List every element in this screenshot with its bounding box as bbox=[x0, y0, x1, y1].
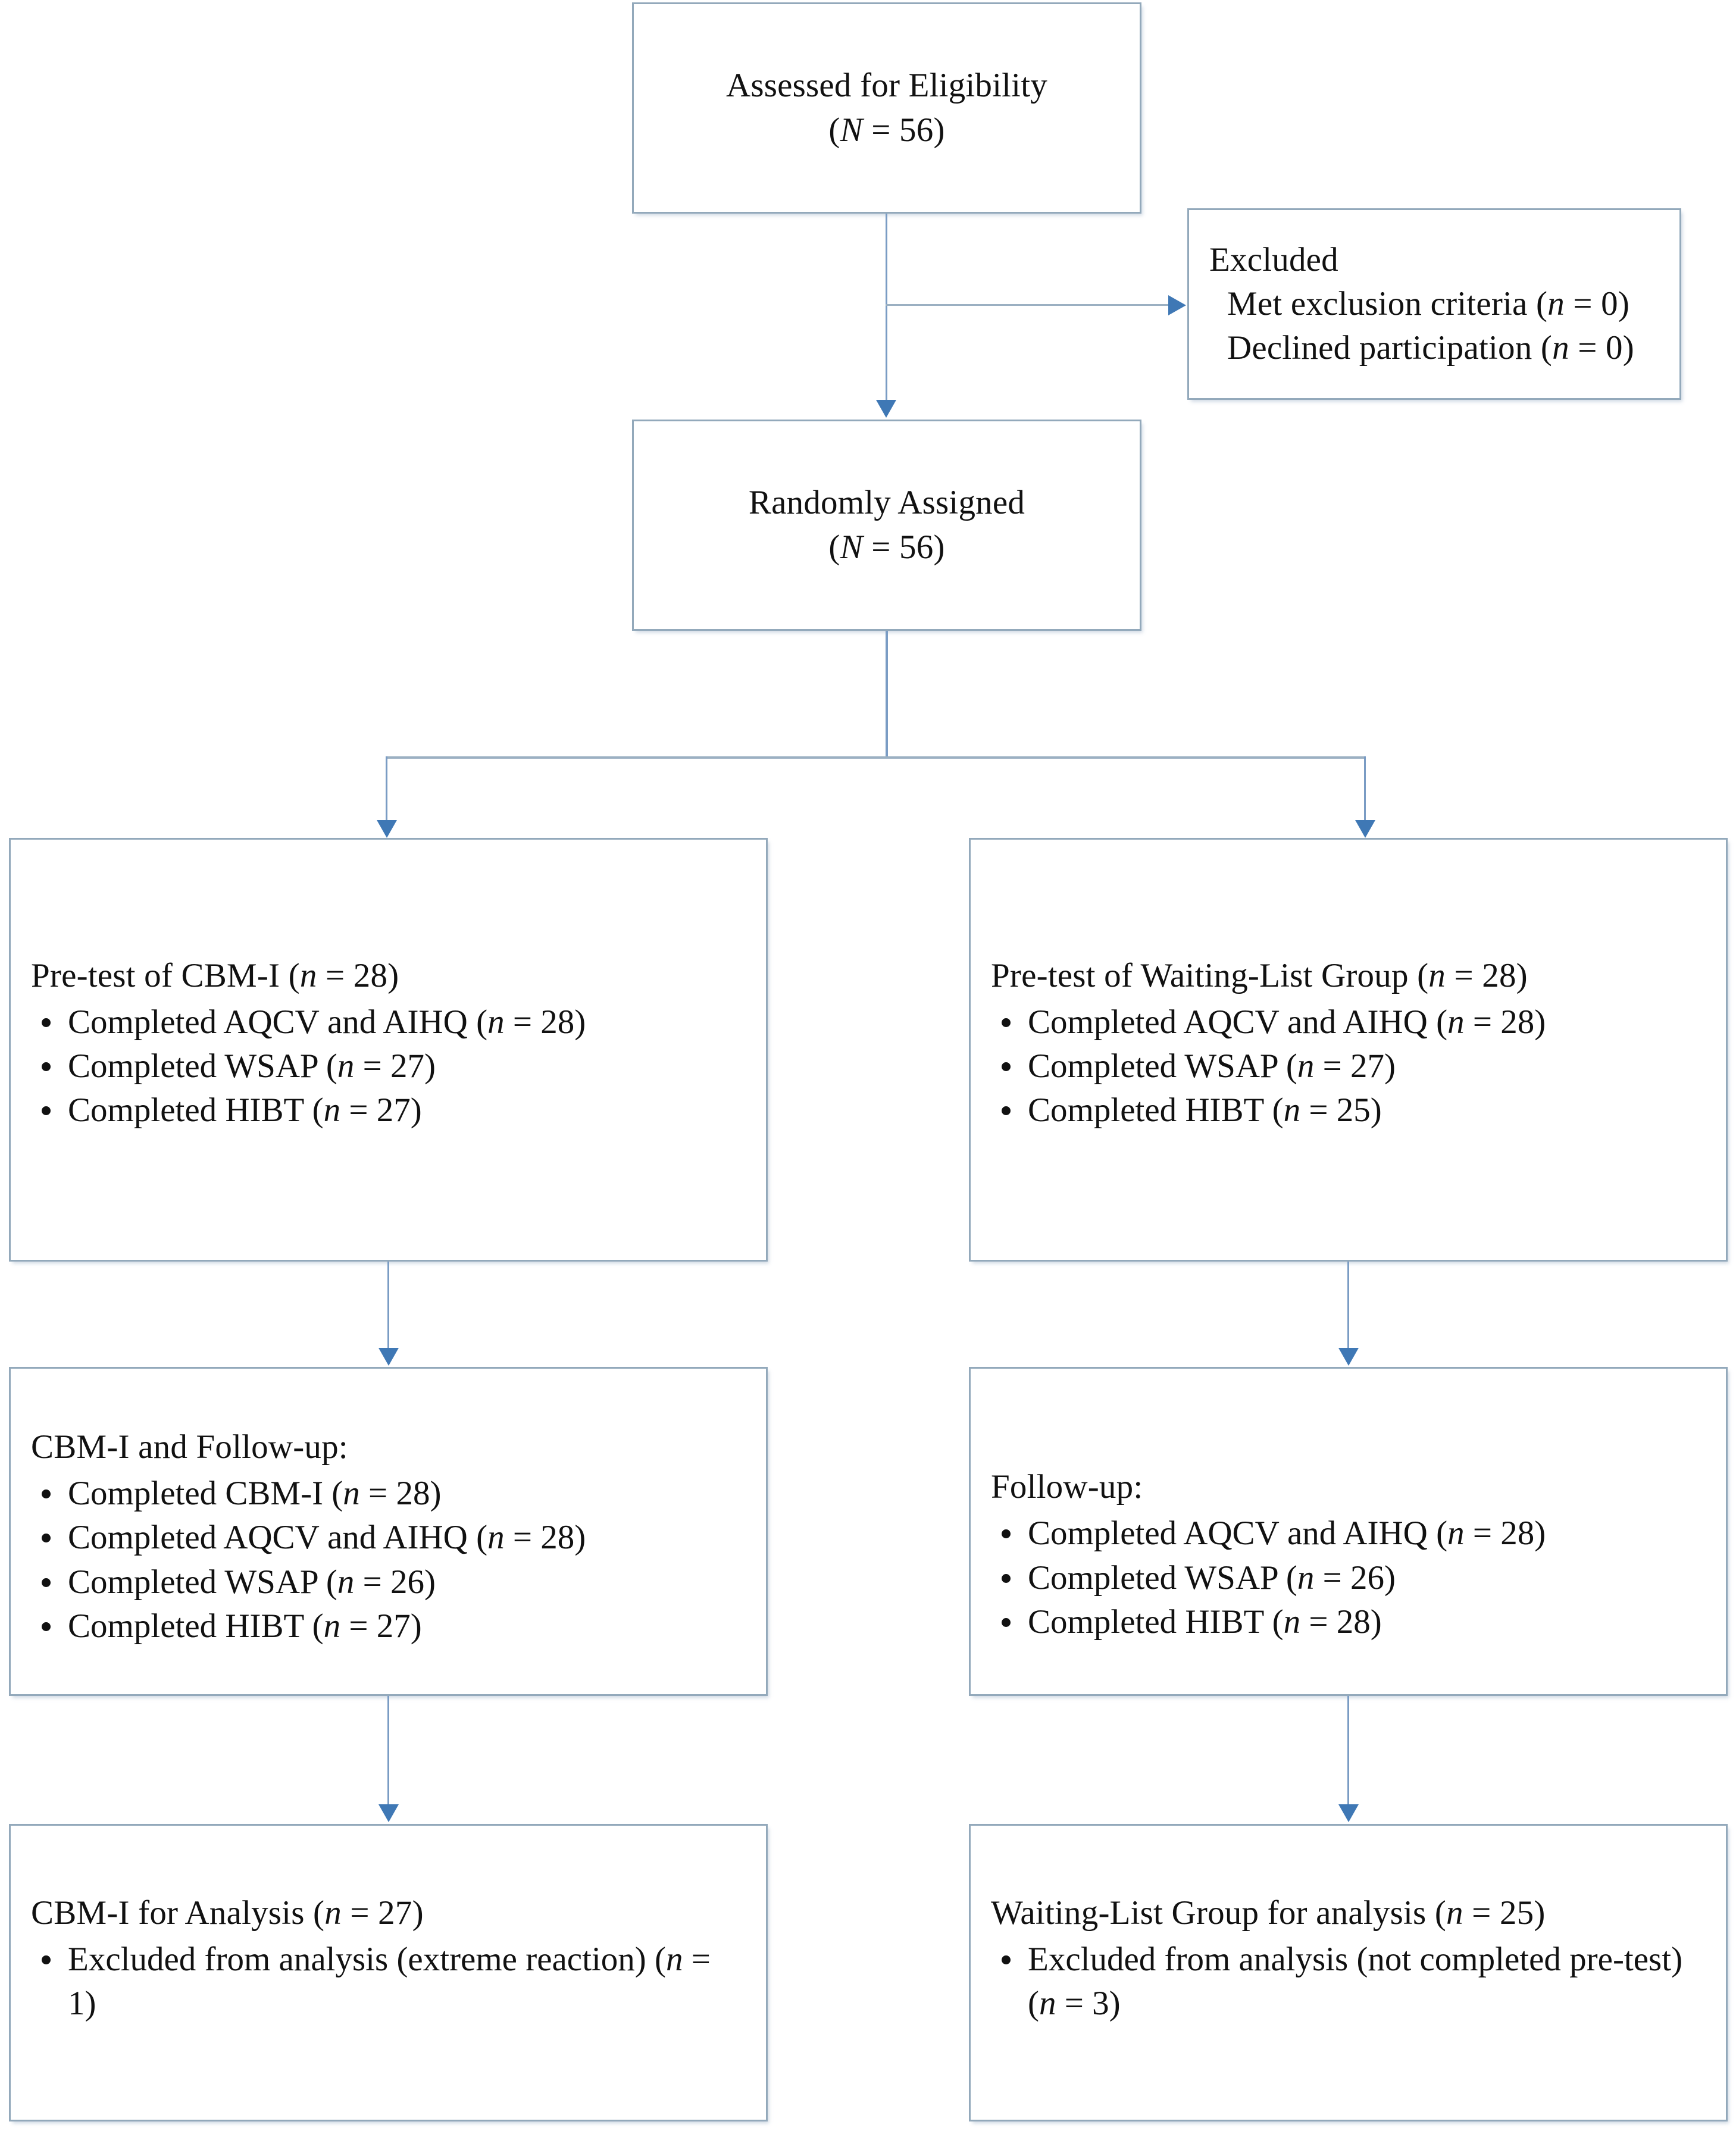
pretest-cbmi-item-list: Completed AQCV and AIHQ (n = 28) Complet… bbox=[31, 1000, 746, 1132]
analysis-cbmi-title: CBM-I for Analysis (n = 27) bbox=[31, 1894, 424, 1932]
assessed-count-value: 56 bbox=[899, 111, 934, 149]
analysis-cbmi-item-list: Excluded from analysis (extreme reaction… bbox=[31, 1938, 746, 2026]
connector-split-horizontal bbox=[386, 756, 1365, 759]
bullet-icon bbox=[42, 1955, 51, 1965]
excluded-title: Excluded bbox=[1209, 240, 1338, 278]
node-randomly-assigned: Randomly Assigned (N = 56) bbox=[632, 420, 1141, 631]
analysis-waitlist-item-list: Excluded from analysis (not completed pr… bbox=[991, 1938, 1706, 2026]
bullet-icon bbox=[42, 1578, 51, 1587]
connector-to-excluded bbox=[886, 304, 1170, 306]
node-excluded: Excluded Met exclusion criteria (n = 0) … bbox=[1187, 208, 1681, 400]
bullet-icon bbox=[1002, 1018, 1011, 1028]
arrow-assessed-to-randomized bbox=[876, 400, 896, 418]
assessed-count: (N = 56) bbox=[828, 111, 945, 149]
pretest-cbmi-item: Completed AQCV and AIHQ (n = 28) bbox=[31, 1000, 746, 1044]
pretest-cbmi-title: Pre-test of CBM-I (n = 28) bbox=[31, 957, 399, 994]
bullet-icon bbox=[42, 1622, 51, 1631]
followup-waitlist-title: Follow-up: bbox=[991, 1468, 1143, 1506]
connector-followup-waitlist-to-analysis bbox=[1347, 1696, 1349, 1806]
bullet-icon bbox=[42, 1062, 51, 1072]
pretest-waitlist-item: Completed WSAP (n = 27) bbox=[991, 1044, 1706, 1088]
bullet-icon bbox=[1002, 1573, 1011, 1583]
bullet-icon bbox=[42, 1018, 51, 1028]
arrow-pretest-cbmi-to-followup bbox=[379, 1348, 399, 1366]
bullet-icon bbox=[1002, 1062, 1011, 1072]
arrow-followup-cbmi-to-analysis bbox=[379, 1804, 399, 1822]
randomized-count: (N = 56) bbox=[828, 528, 945, 566]
node-followup-cbmi: CBM-I and Follow-up: Completed CBM-I (n … bbox=[9, 1367, 768, 1696]
connector-split-left-drop bbox=[386, 756, 387, 822]
pretest-cbmi-item: Completed HIBT (n = 27) bbox=[31, 1088, 746, 1132]
followup-waitlist-item: Completed WSAP (n = 26) bbox=[991, 1556, 1706, 1600]
bullet-icon bbox=[42, 1106, 51, 1116]
node-followup-waitlist: Follow-up: Completed AQCV and AIHQ (n = … bbox=[969, 1367, 1728, 1696]
followup-waitlist-item-list: Completed AQCV and AIHQ (n = 28) Complet… bbox=[991, 1512, 1706, 1644]
followup-cbmi-title: CBM-I and Follow-up: bbox=[31, 1428, 348, 1466]
followup-cbmi-item: Completed CBM-I (n = 28) bbox=[31, 1472, 746, 1516]
bullet-icon bbox=[1002, 1617, 1011, 1627]
pretest-waitlist-item: Completed HIBT (n = 25) bbox=[991, 1088, 1706, 1132]
arrow-followup-waitlist-to-analysis bbox=[1338, 1804, 1359, 1822]
node-assessed-for-eligibility: Assessed for Eligibility (N = 56) bbox=[632, 2, 1141, 214]
followup-cbmi-item: Completed AQCV and AIHQ (n = 28) bbox=[31, 1516, 746, 1560]
arrow-to-pretest-waitlist bbox=[1355, 820, 1375, 838]
connector-split-right-drop bbox=[1364, 756, 1366, 822]
followup-waitlist-item: Completed AQCV and AIHQ (n = 28) bbox=[991, 1512, 1706, 1556]
randomized-title: Randomly Assigned bbox=[748, 484, 1025, 522]
assessed-title: Assessed for Eligibility bbox=[726, 67, 1047, 105]
assessed-count-symbol: N bbox=[840, 111, 863, 149]
followup-cbmi-item-list: Completed CBM-I (n = 28) Completed AQCV … bbox=[31, 1472, 746, 1648]
node-pretest-waitlist: Pre-test of Waiting-List Group (n = 28) … bbox=[969, 838, 1728, 1262]
followup-cbmi-item: Completed WSAP (n = 26) bbox=[31, 1560, 746, 1604]
connector-pretest-cbmi-to-followup bbox=[387, 1262, 389, 1350]
pretest-waitlist-item: Completed AQCV and AIHQ (n = 28) bbox=[991, 1000, 1706, 1044]
bullet-icon bbox=[1002, 1106, 1011, 1116]
connector-assessed-to-randomized bbox=[886, 214, 887, 413]
pretest-waitlist-item-list: Completed AQCV and AIHQ (n = 28) Complet… bbox=[991, 1000, 1706, 1132]
node-pretest-cbmi: Pre-test of CBM-I (n = 28) Completed AQC… bbox=[9, 838, 768, 1262]
bullet-icon bbox=[42, 1489, 51, 1499]
analysis-waitlist-item: Excluded from analysis (not completed pr… bbox=[991, 1938, 1706, 2026]
arrow-pretest-waitlist-to-followup bbox=[1338, 1348, 1359, 1366]
followup-cbmi-item: Completed HIBT (n = 27) bbox=[31, 1604, 746, 1648]
node-analysis-cbmi: CBM-I for Analysis (n = 27) Excluded fro… bbox=[9, 1824, 768, 2121]
excluded-item: Met exclusion criteria (n = 0) bbox=[1227, 284, 1630, 323]
excluded-item-list: Met exclusion criteria (n = 0) Declined … bbox=[1209, 282, 1659, 370]
pretest-cbmi-item: Completed WSAP (n = 27) bbox=[31, 1044, 746, 1088]
pretest-waitlist-title: Pre-test of Waiting-List Group (n = 28) bbox=[991, 957, 1528, 994]
randomized-count-value: 56 bbox=[899, 528, 934, 566]
analysis-cbmi-item: Excluded from analysis (extreme reaction… bbox=[31, 1938, 746, 2026]
excluded-item: Declined participation (n = 0) bbox=[1227, 329, 1634, 367]
connector-followup-cbmi-to-analysis bbox=[387, 1696, 389, 1806]
randomized-count-symbol: N bbox=[840, 528, 863, 566]
bullet-icon bbox=[42, 1534, 51, 1543]
arrow-to-excluded bbox=[1168, 295, 1186, 315]
connector-randomized-trunk bbox=[886, 631, 888, 758]
bullet-icon bbox=[1002, 1529, 1011, 1539]
connector-pretest-waitlist-to-followup bbox=[1347, 1262, 1349, 1350]
node-analysis-waitlist: Waiting-List Group for analysis (n = 25)… bbox=[969, 1824, 1728, 2121]
analysis-waitlist-title: Waiting-List Group for analysis (n = 25) bbox=[991, 1894, 1546, 1932]
followup-waitlist-item: Completed HIBT (n = 28) bbox=[991, 1600, 1706, 1644]
bullet-icon bbox=[1002, 1955, 1011, 1965]
arrow-to-pretest-cbmi bbox=[377, 820, 397, 838]
